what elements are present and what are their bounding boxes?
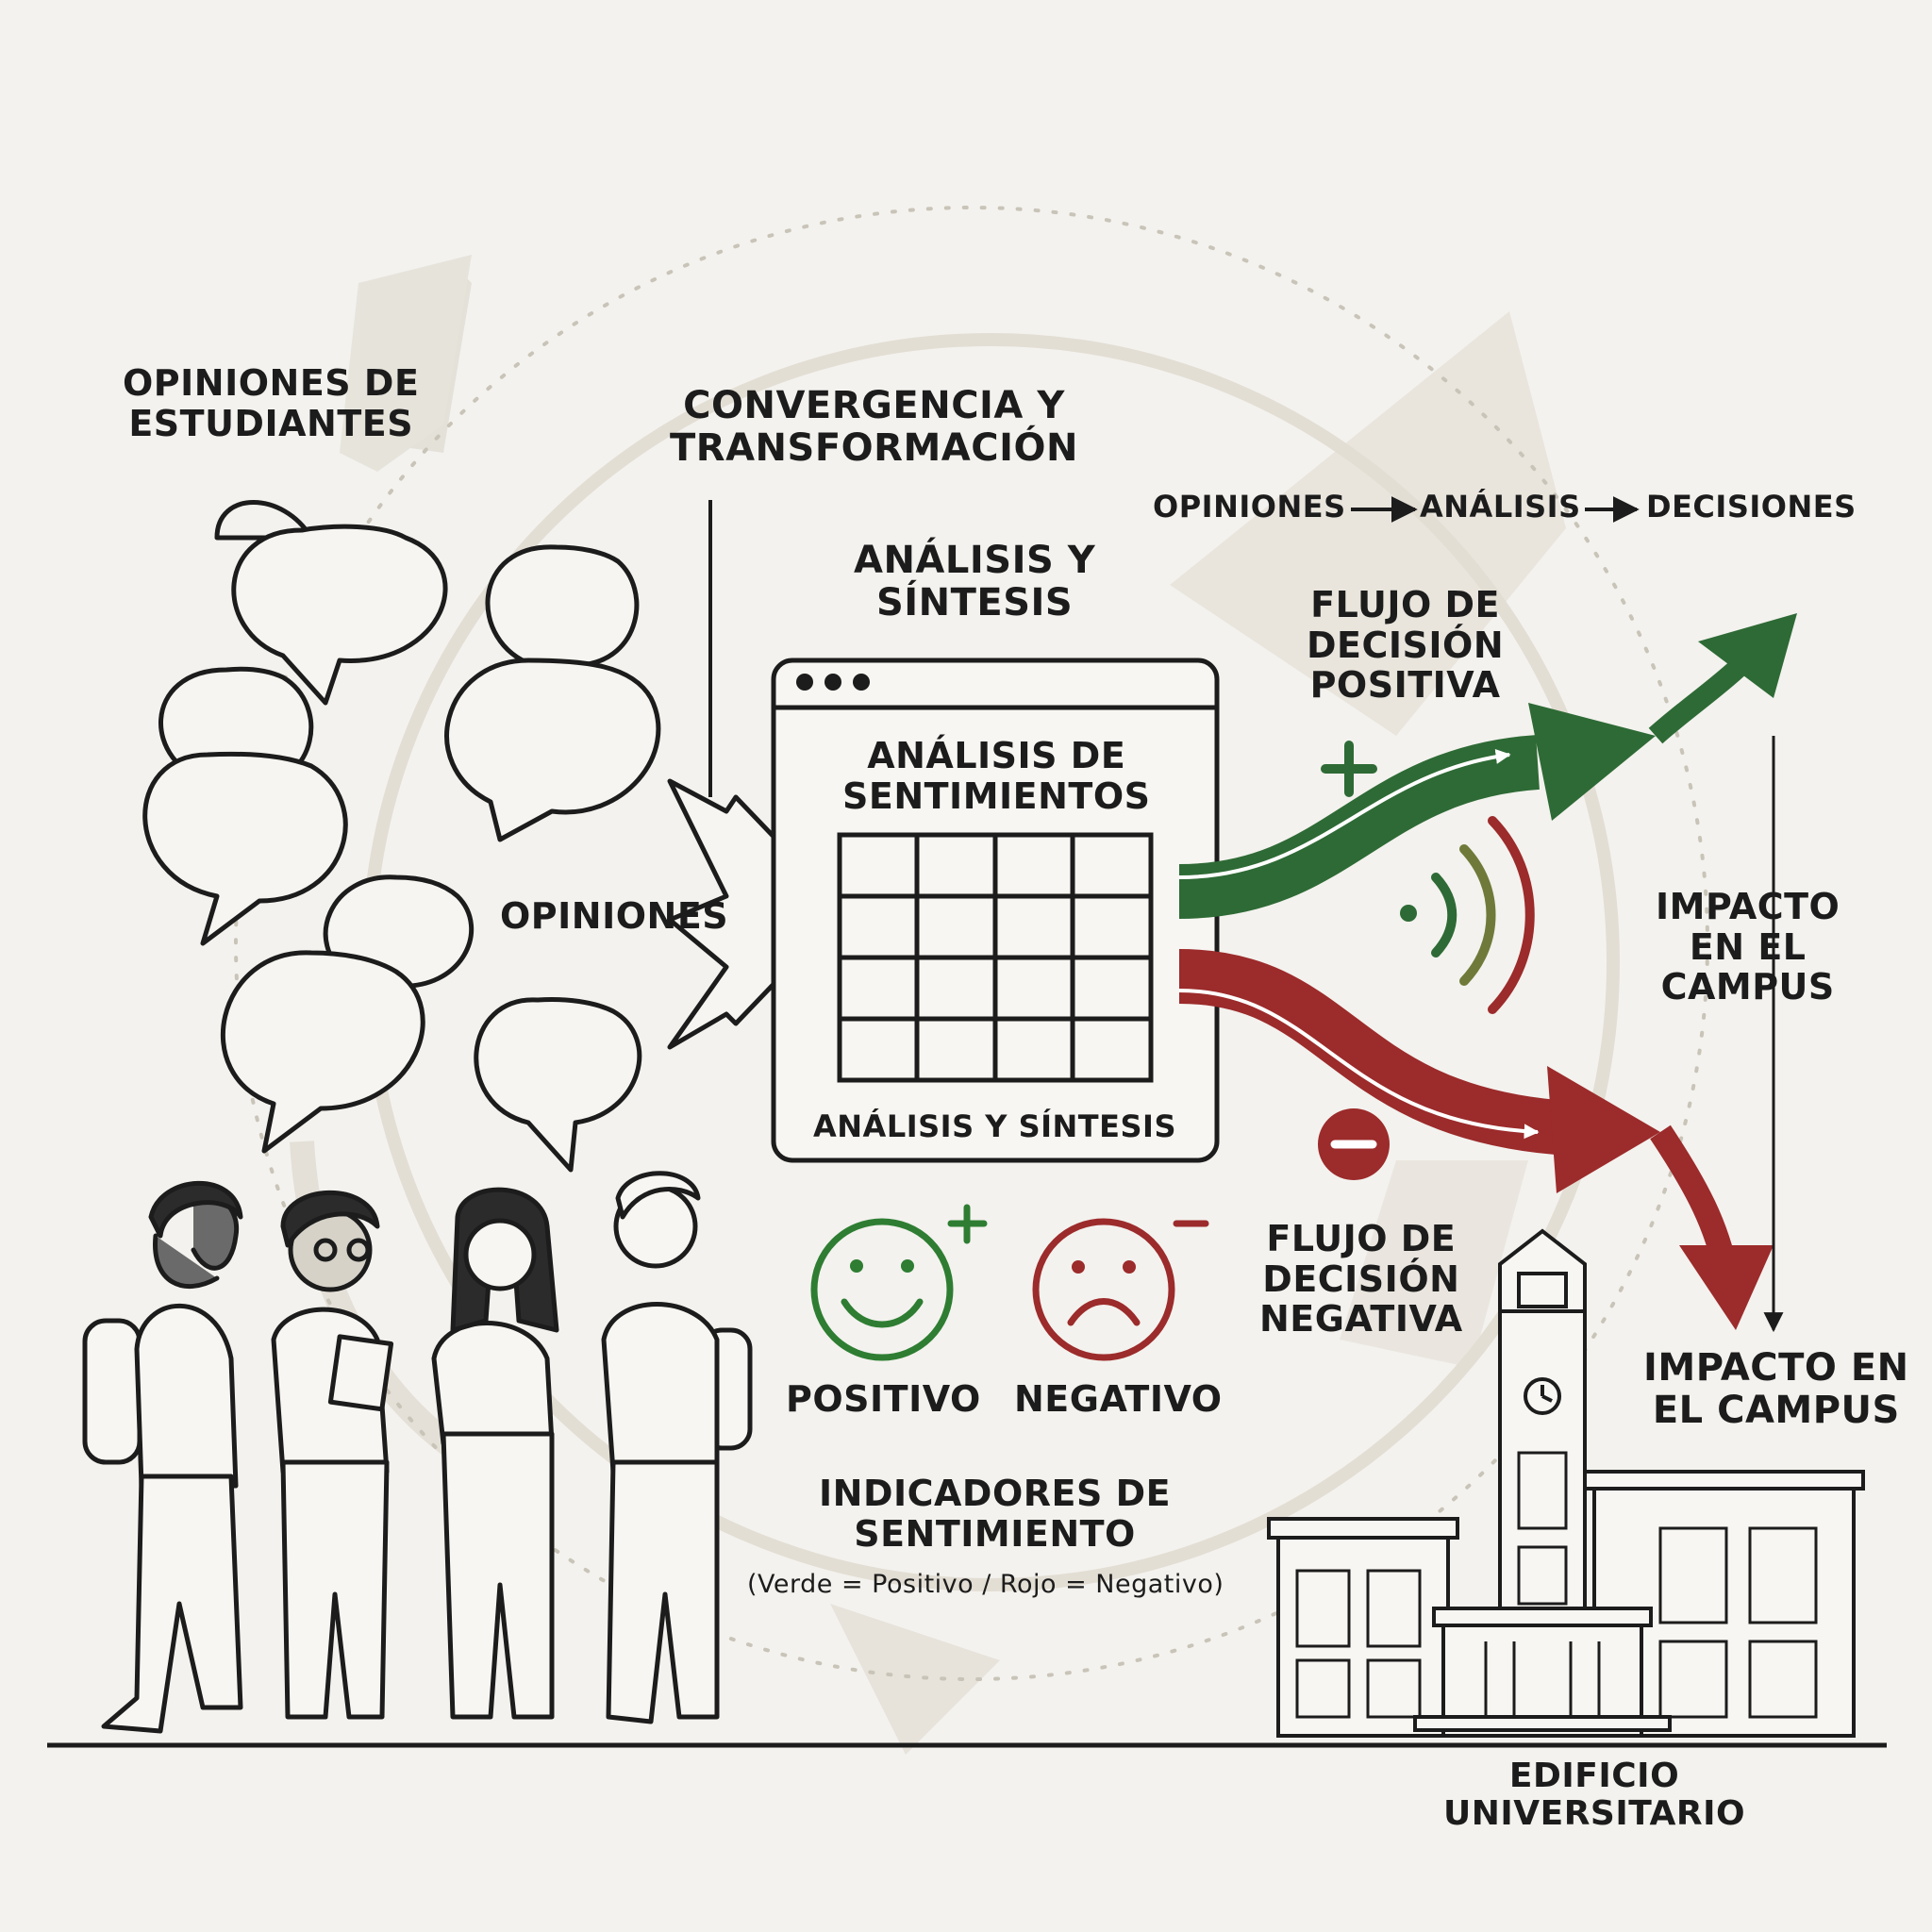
plus-icon [1321, 741, 1377, 797]
students-group [82, 1171, 753, 1734]
analysis-window [771, 658, 1220, 1163]
indicators-title: INDICADORES DE SENTIMIENTO [819, 1474, 1171, 1554]
analysis-synthesis-title: ANÁLISIS Y SÍNTESIS [854, 540, 1095, 625]
smiley-face-icon [810, 1204, 988, 1361]
building-label-line: UNIVERSITARIO [1443, 1794, 1746, 1834]
student-figure [431, 1187, 559, 1720]
convergence-line: TRANSFORMACIÓN [670, 425, 1078, 470]
speech-bubble [231, 524, 448, 706]
negative-flow-label: FLUJO DE DECISIÓN NEGATIVA [1259, 1219, 1463, 1340]
campus-impact-line: EN EL [1689, 925, 1807, 968]
convergence-arrow [667, 778, 847, 1050]
convergence-line: CONVERGENCIA Y [683, 384, 1065, 427]
flow-step-decisions: DECISIONES [1646, 489, 1857, 525]
campus-impact-label-right: IMPACTO EN EL CAMPUS [1656, 887, 1840, 1008]
positive-label: POSITIVO [786, 1378, 981, 1420]
campus-impact-line: IMPACTO [1656, 886, 1840, 927]
negative-flow-line: FLUJO DE [1266, 1218, 1457, 1259]
sentiment-analysis-line: ANÁLISIS DE [867, 735, 1126, 776]
dotted-cycle-circle [234, 206, 1709, 1681]
student-figure [271, 1190, 394, 1720]
campus-impact-label-lower: IMPACTO EN EL CAMPUS [1643, 1347, 1909, 1432]
speech-bubble [485, 544, 640, 720]
background-swirl [290, 255, 1566, 1755]
negative-flow-line: NEGATIVA [1259, 1298, 1463, 1341]
student-figure [82, 1180, 243, 1734]
university-building [1267, 1228, 1865, 1738]
negative-flow-arrow [1178, 949, 1774, 1330]
student-opinions-title: OPINIONES DE ESTUDIANTES [123, 363, 419, 443]
positive-flow-label: FLUJO DE DECISIÓN POSITIVA [1307, 585, 1504, 706]
campus-impact-line: CAMPUS [1660, 966, 1835, 1008]
student-figure [601, 1171, 753, 1724]
campus-impact-line: IMPACTO EN [1643, 1346, 1909, 1390]
flow-step-opinions: OPINIONES [1153, 489, 1346, 525]
convergence-title: CONVERGENCIA Y TRANSFORMACIÓN [670, 385, 1078, 470]
indicators-line: INDICADORES DE [819, 1473, 1172, 1514]
indicators-note: (Verde = Positivo / Rojo = Negativo) [747, 1570, 1224, 1599]
positive-flow-arrow [1178, 613, 1797, 919]
speech-bubble [474, 997, 642, 1173]
opinion-speech-bubbles [142, 500, 661, 1173]
negative-flow-line: DECISIÓN [1262, 1257, 1460, 1300]
positive-flow-line: POSITIVA [1309, 664, 1501, 707]
data-grid [837, 832, 1154, 1083]
building-windows [1295, 1451, 1818, 1719]
positive-flow-line: DECISIÓN [1307, 624, 1505, 666]
building-label-line: EDIFICIO [1508, 1757, 1680, 1795]
analysis-synthesis-line: ANÁLISIS Y [854, 539, 1096, 582]
negative-label: NEGATIVO [1014, 1378, 1223, 1420]
sentiment-analysis-line: SENTIMIENTOS [842, 774, 1151, 817]
campus-impact-line: EL CAMPUS [1652, 1388, 1900, 1432]
opinions-label: OPINIONES [500, 895, 729, 937]
speech-bubble [220, 950, 425, 1154]
student-opinions-line: OPINIONES DE [123, 362, 420, 404]
minus-icon [1318, 1108, 1390, 1180]
analysis-synthesis-line: SÍNTESIS [875, 580, 1074, 625]
signal-waves-icon [1400, 816, 1535, 1014]
flow-step-analysis: ANÁLISIS [1420, 489, 1581, 525]
sentiment-analysis-title: ANÁLISIS DE SENTIMIENTOS [842, 736, 1151, 816]
sad-face-icon [1032, 1218, 1209, 1361]
building-label: EDIFICIO UNIVERSITARIO [1443, 1757, 1745, 1834]
student-opinions-line: ESTUDIANTES [128, 402, 414, 444]
analysis-synthesis-caption: ANÁLISIS Y SÍNTESIS [813, 1108, 1176, 1144]
speech-bubble [142, 751, 348, 946]
speech-bubble [444, 658, 661, 842]
positive-flow-line: FLUJO DE [1310, 584, 1500, 625]
indicators-line: SENTIMIENTO [854, 1512, 1136, 1555]
